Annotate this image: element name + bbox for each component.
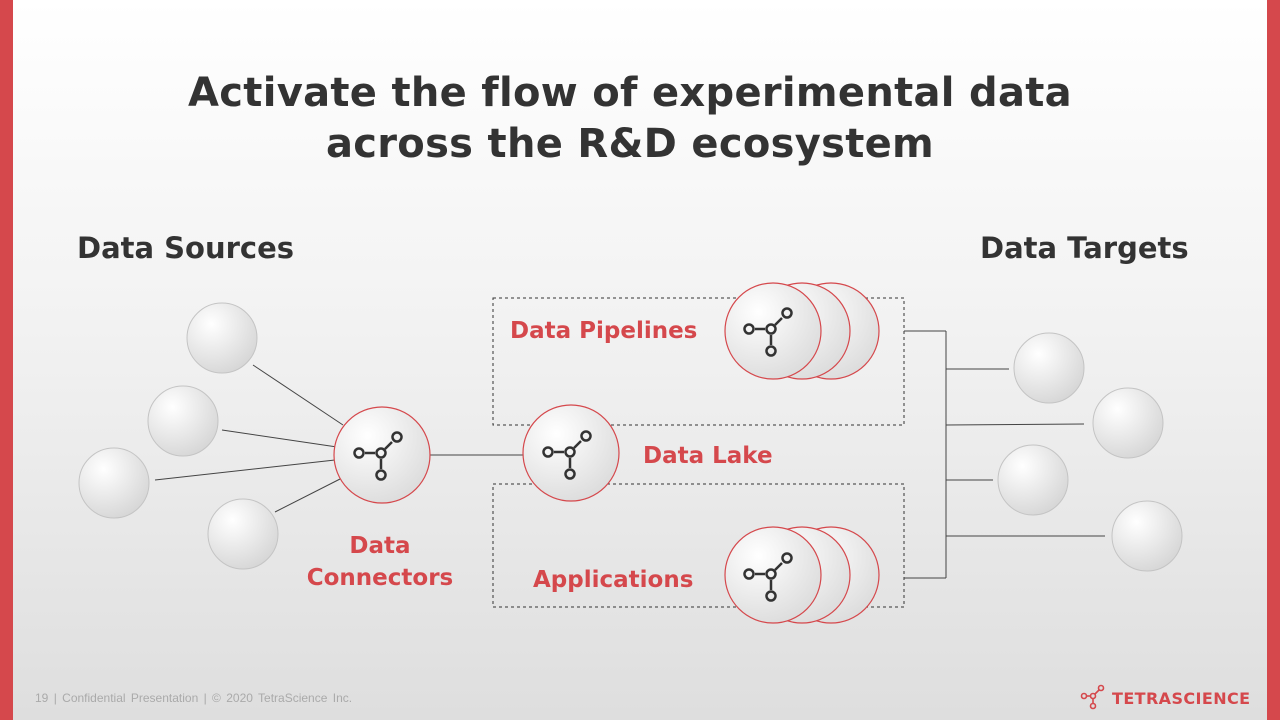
data-target-circle	[1092, 387, 1164, 459]
applications-stack	[724, 526, 880, 624]
data-pipelines-label: Data Pipelines	[510, 318, 698, 344]
data-connectors-label-line-1: Data	[349, 533, 411, 559]
data-source-circle	[207, 498, 279, 570]
target-connector-lines	[904, 330, 1105, 579]
data-target-circle	[997, 444, 1069, 516]
data-connectors-label: Data Connectors	[280, 530, 480, 594]
source-connector-lines	[154, 364, 524, 513]
left-accent-bar	[0, 0, 13, 720]
data-source-circle	[78, 447, 150, 519]
footer: 19 | Confidential Presentation | © 2020 …	[35, 690, 352, 706]
right-accent-bar	[1267, 0, 1280, 720]
data-pipelines-group	[492, 297, 905, 426]
data-target-circle	[1013, 332, 1085, 404]
data-target-circles	[997, 332, 1183, 572]
data-source-circle	[186, 302, 258, 374]
confidential-note: Confidential Presentation	[62, 691, 199, 705]
data-source-circles	[78, 302, 279, 570]
data-target-circle	[1111, 500, 1183, 572]
copyright-note: © 2020 TetraScience Inc.	[212, 691, 353, 705]
title-line-2: across the R&D ecosystem	[325, 121, 935, 167]
tetrascience-logo-icon	[1080, 684, 1105, 710]
footer-separator: |	[203, 691, 213, 705]
slide-title: Activate the flow of experimental data a…	[140, 68, 1120, 170]
applications-label: Applications	[533, 567, 694, 593]
data-source-circle	[147, 385, 219, 457]
footer-separator: |	[53, 691, 63, 705]
data-connectors-node	[333, 406, 431, 504]
applications-group	[492, 483, 905, 608]
data-pipelines-stack	[724, 282, 880, 380]
tetrascience-logo: TETRASCIENCE	[1080, 684, 1250, 712]
data-connectors-label-line-2: Connectors	[306, 565, 454, 591]
data-targets-heading: Data Targets	[980, 231, 1189, 265]
title-line-1: Activate the flow of experimental data	[188, 70, 1072, 116]
data-lake-label: Data Lake	[643, 443, 773, 469]
page-number: 19	[35, 691, 49, 705]
logo-wordmark: TETRASCIENCE	[1112, 689, 1251, 708]
data-sources-heading: Data Sources	[77, 231, 295, 265]
data-lake-node	[522, 404, 620, 502]
